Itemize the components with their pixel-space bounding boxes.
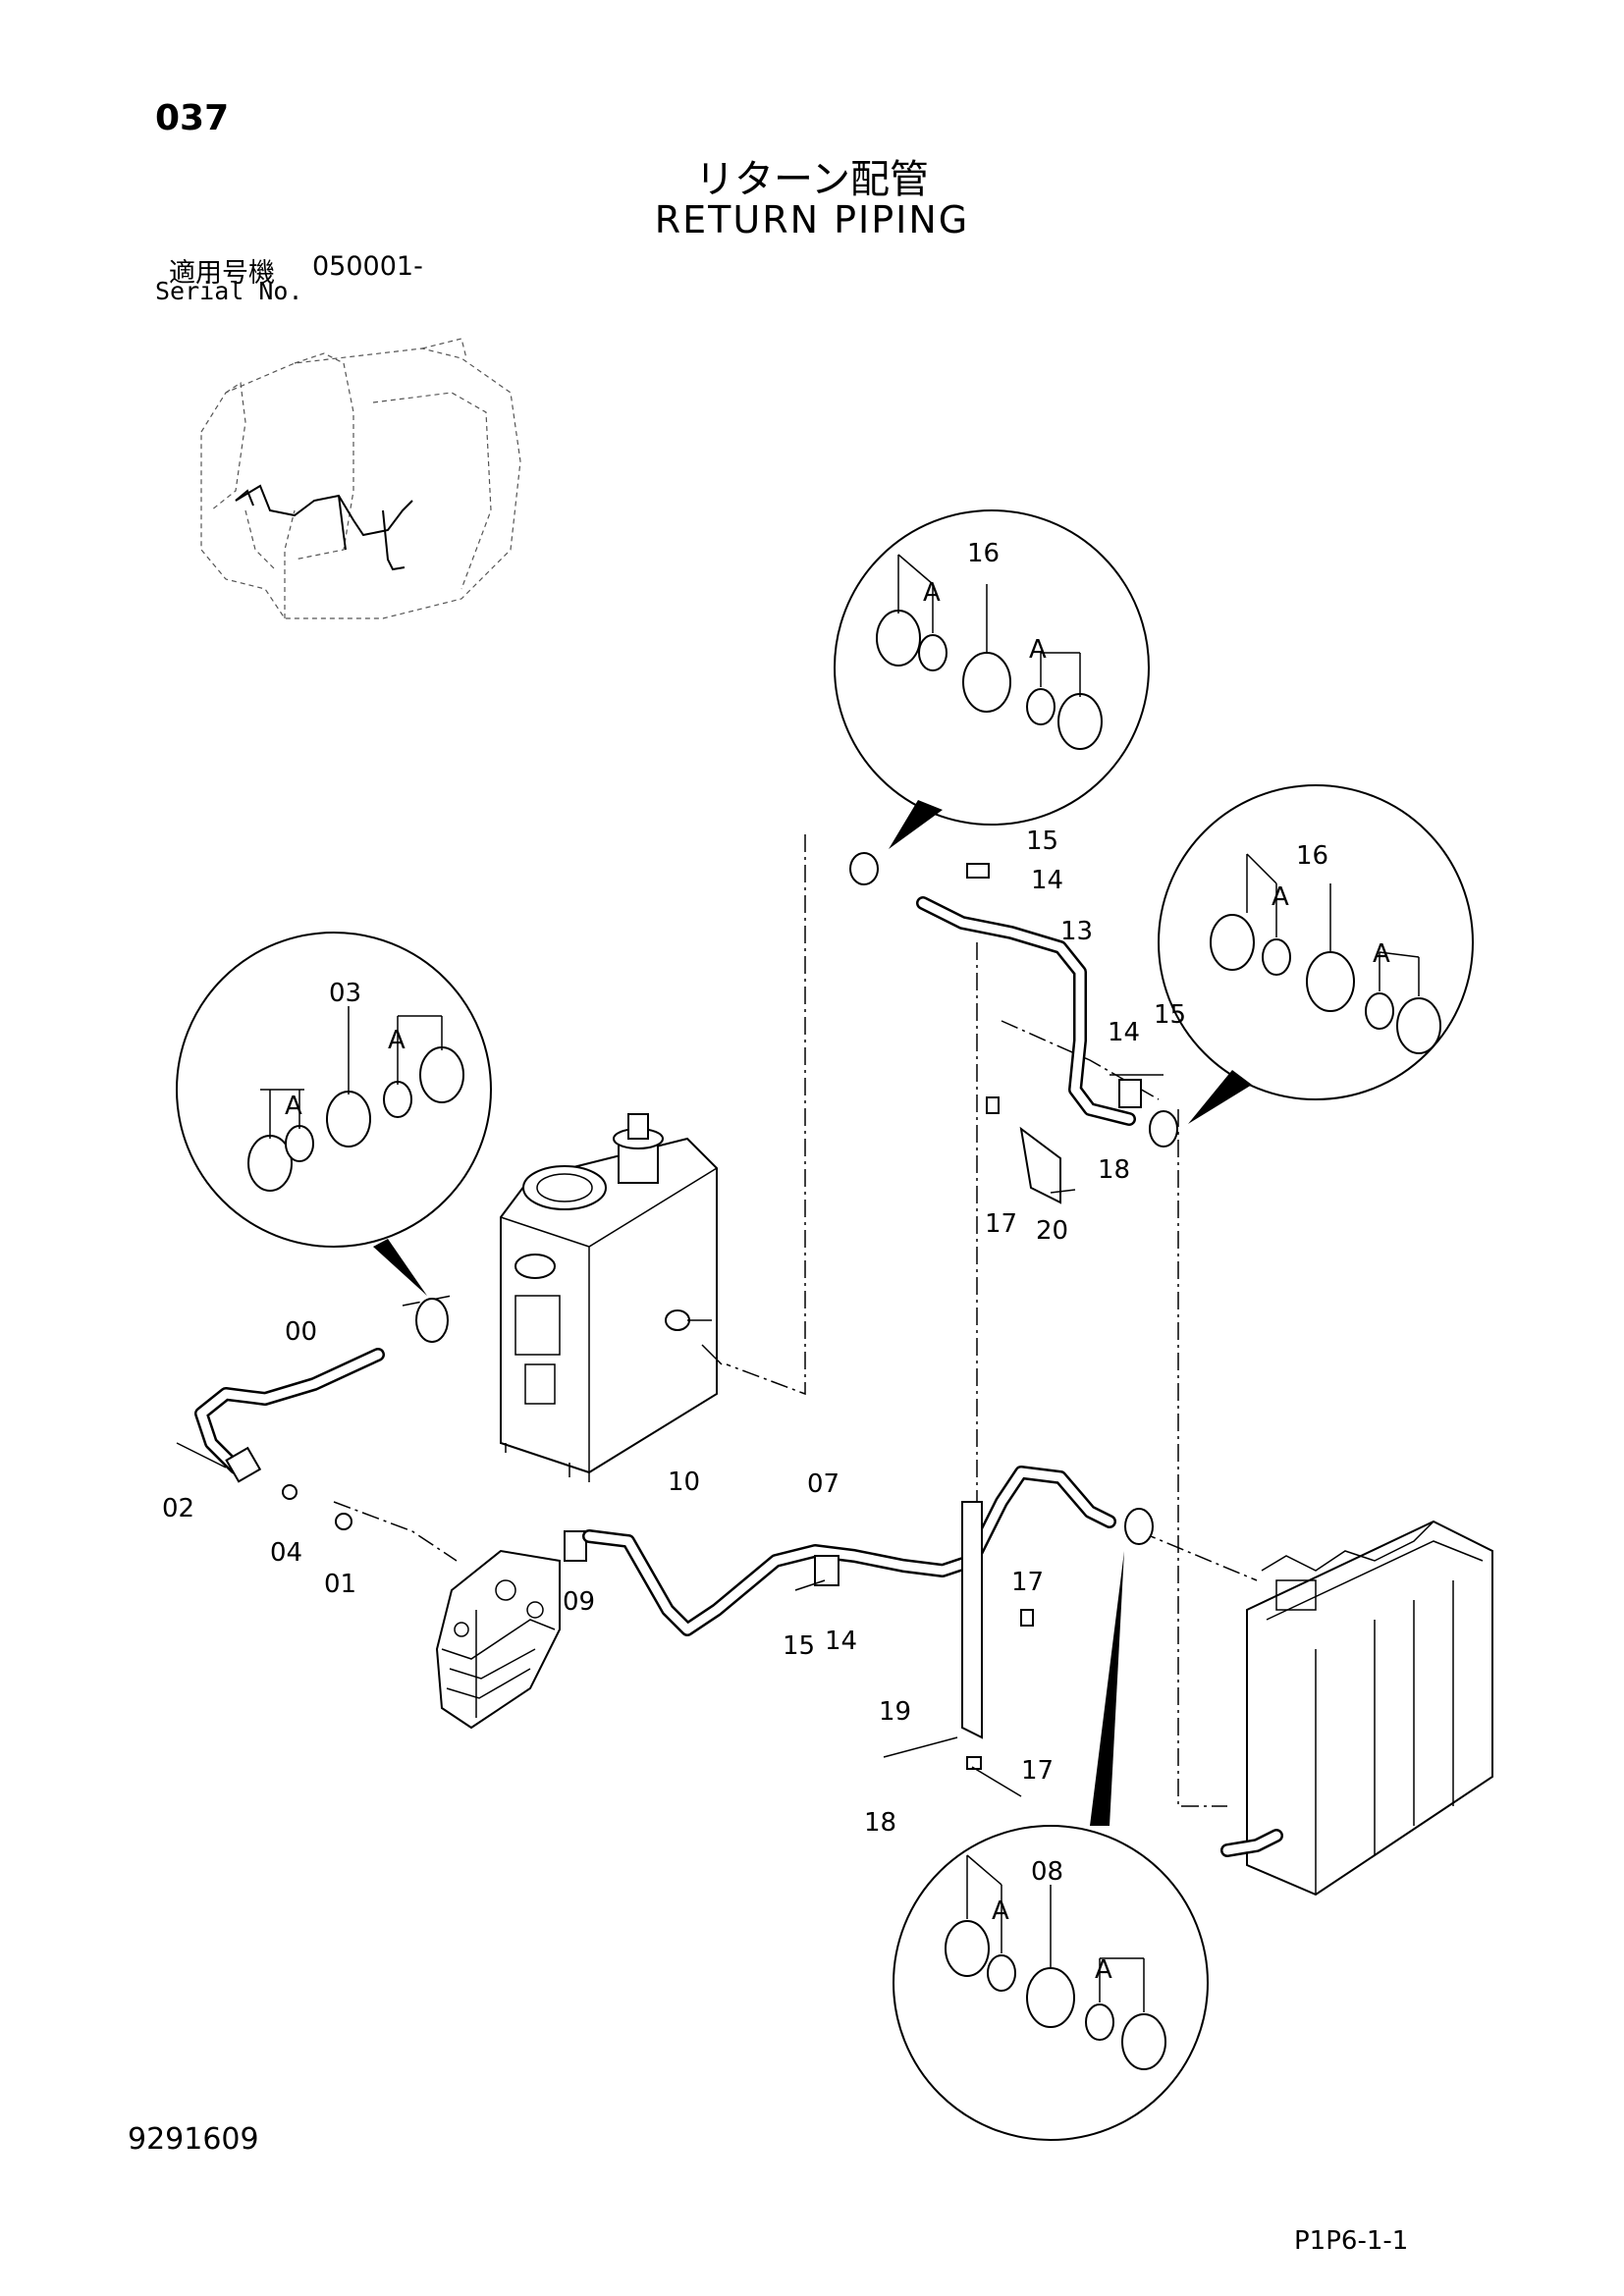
page-title-japanese: リターン配管 [695,157,929,202]
document-code: 9291609 [128,2122,259,2157]
part-label-03: 03 [329,979,361,1008]
part-label-04: 04 [270,1538,302,1568]
part-label-15: 15 [1026,827,1058,856]
page-code: P1P6-1-1 [1294,2226,1409,2256]
pipe-clamps [176,852,1178,1797]
detail-a-label: A [992,1896,1009,1926]
page-title: RETURN PIPING [654,198,970,241]
serial-value: 050001- [312,251,423,282]
detail-a-label: A [1029,635,1047,665]
part-label-17: 17 [1021,1756,1054,1786]
part-label-19: 19 [879,1697,911,1727]
part-label-16: 16 [967,539,1000,568]
part-label-18: 18 [864,1808,896,1838]
part-label-14: 14 [1031,866,1063,895]
detail-a-label: A [923,578,941,608]
hydraulic-oil-tank [500,1113,723,1482]
detail-callout-08 [893,1551,1209,2141]
part-label-15: 15 [1154,1000,1186,1030]
part-label-07: 07 [807,1469,839,1499]
part-label-14: 14 [825,1627,857,1656]
serial-label: Serial No. [155,277,303,305]
part-label-17: 17 [1011,1568,1044,1597]
detail-callout-03 [176,932,492,1296]
part-label-20: 20 [1036,1216,1068,1246]
control-valve [435,1530,587,1730]
return-pipe-00 [194,1348,385,1483]
page-number: 037 [155,98,230,138]
detail-a-label: A [388,1026,406,1055]
part-label-02: 02 [162,1494,194,1523]
excavator-overview-icon [200,338,521,619]
oil-cooler [1220,1520,1493,1896]
part-label-13: 13 [1060,917,1093,946]
detail-a-label: A [1095,1955,1112,1985]
part-label-18: 18 [1098,1155,1130,1185]
part-label-17: 17 [985,1209,1017,1239]
serial-label-japanese: 適用号機 [169,258,275,289]
part-label-15: 15 [783,1631,815,1661]
detail-a-label: A [285,1092,302,1121]
detail-a-label: A [1272,882,1289,912]
part-labels: 16 A A 16 A A 03 A A 08 A A 15 14 13 14 … [162,539,1390,1985]
part-label-16: 16 [1296,841,1328,871]
detail-callout-16-right [1158,784,1474,1124]
part-label-08: 08 [1031,1857,1063,1887]
part-label-09: 09 [563,1587,595,1617]
part-label-01: 01 [324,1570,356,1599]
part-label-10: 10 [668,1468,700,1497]
return-pipe-07 [582,1466,1116,1636]
detail-callout-16-top [834,509,1150,849]
part-label-14: 14 [1108,1018,1140,1047]
detail-a-label: A [1373,939,1390,969]
return-pipe-13 [916,896,1136,1126]
part-label-00: 00 [285,1317,317,1347]
